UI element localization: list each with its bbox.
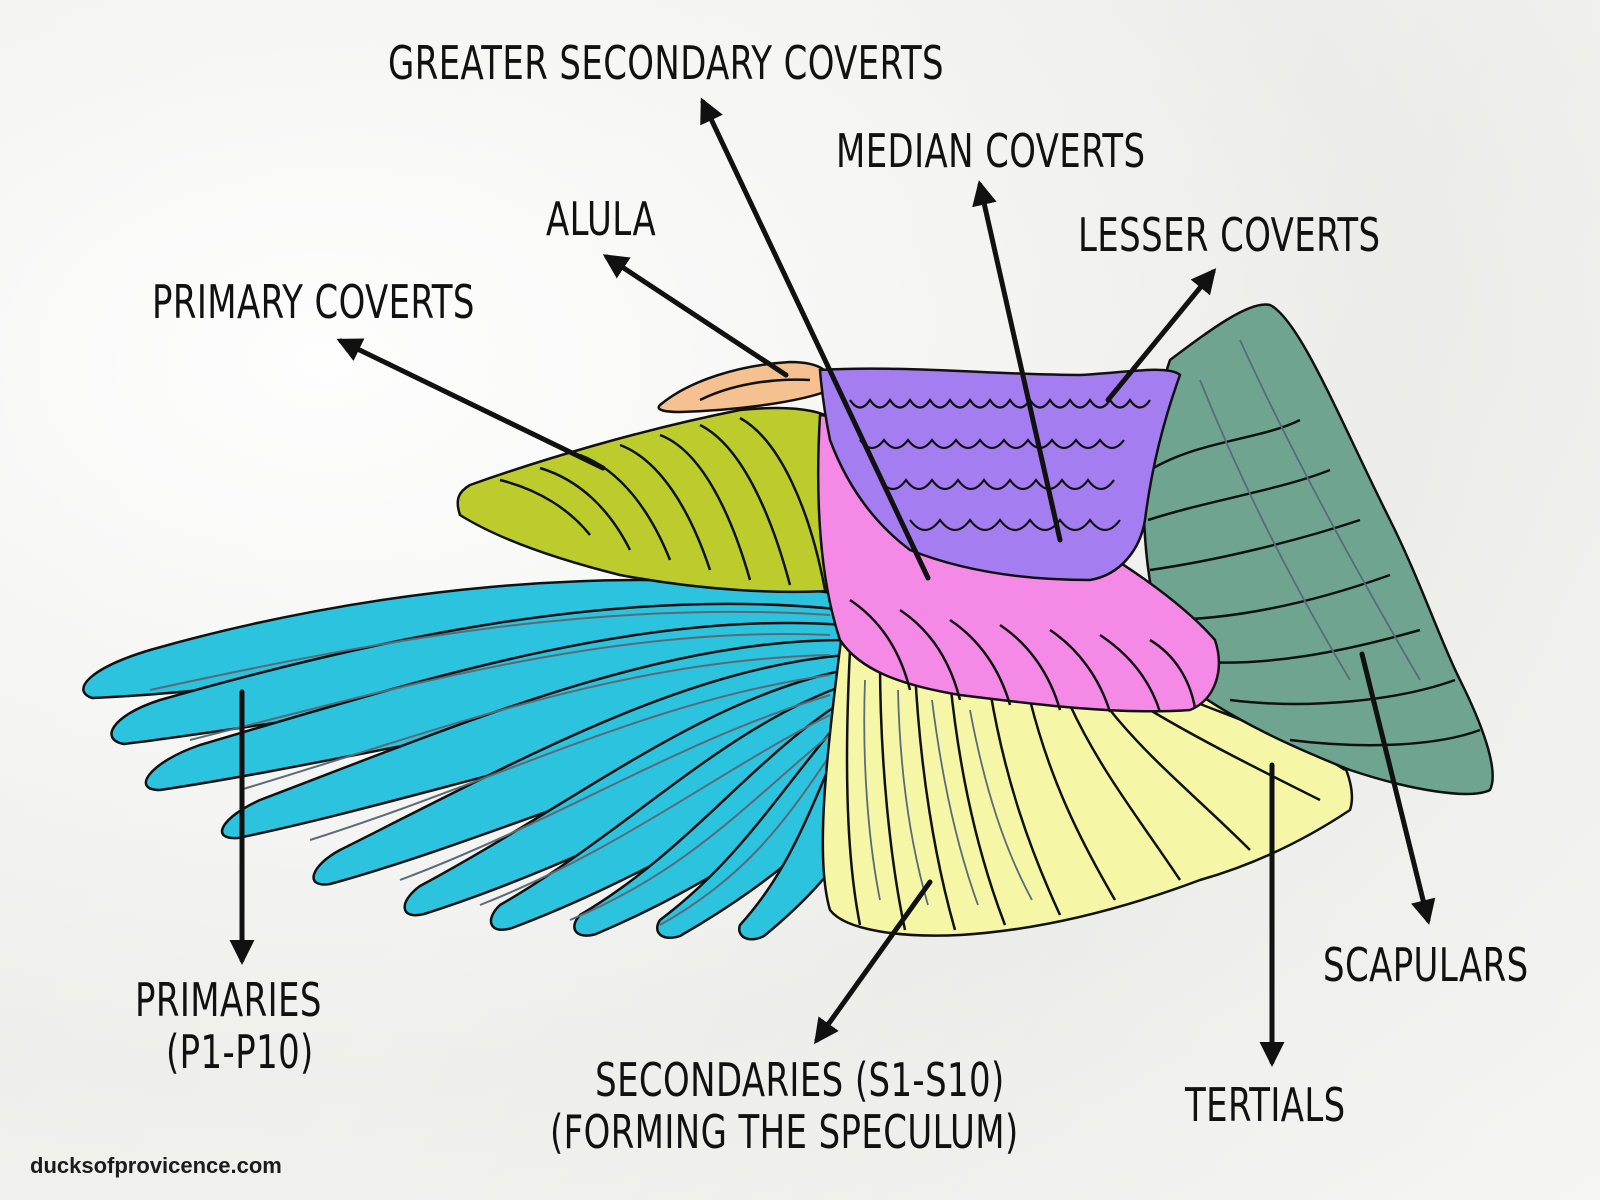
arrow-lesser-coverts bbox=[1105, 268, 1217, 403]
median-lesser-coverts-block bbox=[818, 367, 1182, 582]
label-lesser-coverts: LESSER COVERTS bbox=[1078, 208, 1381, 262]
label-scapulars: SCAPULARS bbox=[1323, 938, 1529, 992]
arrow-median-coverts bbox=[972, 180, 1063, 543]
label-primaries-line1: PRIMARIES bbox=[135, 973, 322, 1027]
label-greater-secondary-coverts: GREATER SECONDARY COVERTS bbox=[388, 36, 944, 90]
arrow-secondaries bbox=[814, 879, 933, 1045]
label-primary-coverts: PRIMARY COVERTS bbox=[152, 275, 475, 329]
arrow-primary-coverts bbox=[336, 338, 606, 471]
median-lesser-coverts-feathers bbox=[818, 367, 1182, 582]
scapulars-shafts bbox=[1199, 339, 1421, 681]
primaries-shafts bbox=[149, 610, 831, 926]
site-credit: ducksofprovicence.com bbox=[30, 1153, 282, 1178]
label-secondaries-line1: SECONDARIES (S1-S10) bbox=[595, 1053, 1005, 1107]
secondaries-shafts bbox=[863, 679, 1033, 906]
label-secondaries-line2: (FORMING THE SPECULUM) bbox=[550, 1104, 1019, 1159]
scapulars-feathers bbox=[1142, 303, 1494, 796]
primary-coverts-block bbox=[456, 406, 849, 594]
primary-coverts-feathers bbox=[456, 406, 849, 594]
greater-secondary-coverts-dividers bbox=[849, 598, 1197, 713]
alula-feathers bbox=[657, 360, 833, 414]
alula-block bbox=[657, 360, 833, 414]
scapulars-block bbox=[1142, 303, 1494, 796]
label-primaries-line2: (P1-P10) bbox=[166, 1024, 314, 1079]
arrow-alula bbox=[602, 254, 789, 378]
label-secondaries: SECONDARIES (S1-S10) (FORMING THE SPECUL… bbox=[550, 1053, 1019, 1159]
primaries-feathers bbox=[82, 578, 862, 941]
label-tertials: TERTIALS bbox=[1185, 1078, 1346, 1132]
arrow-scapulars bbox=[1359, 651, 1436, 925]
label-alula: ALULA bbox=[546, 192, 657, 246]
label-primaries: PRIMARIES (P1-P10) bbox=[135, 973, 322, 1079]
pointer-arrows bbox=[229, 97, 1436, 1067]
secondaries-dividers bbox=[845, 649, 1346, 931]
label-median-coverts: MEDIAN COVERTS bbox=[836, 124, 1146, 178]
coverts-scallops bbox=[849, 398, 1151, 532]
primary-coverts-dividers bbox=[499, 416, 827, 591]
arrow-greater-secondary-coverts bbox=[700, 97, 931, 581]
